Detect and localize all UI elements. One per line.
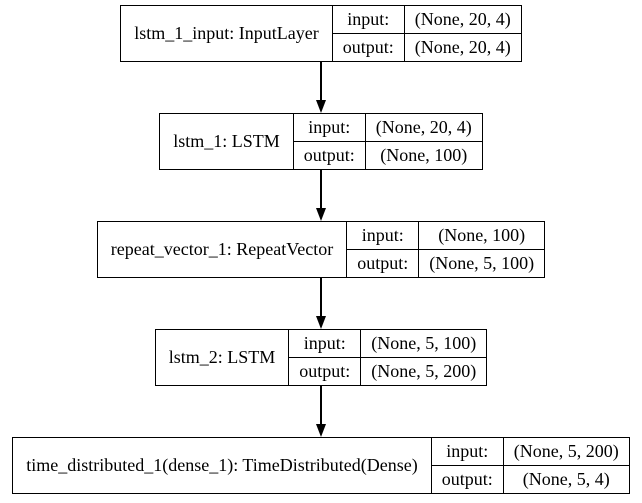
input-row: input: (None, 20, 4) bbox=[332, 6, 521, 34]
layer-name: lstm_1_input: InputLayer bbox=[121, 6, 333, 61]
input-row: input: (None, 5, 200) bbox=[431, 438, 629, 466]
edge-arrow bbox=[316, 62, 326, 113]
input-shape: (None, 100) bbox=[418, 222, 545, 250]
layer-name: lstm_1: LSTM bbox=[160, 114, 294, 169]
output-label: output: bbox=[332, 33, 405, 61]
output-row: output: (None, 5, 100) bbox=[347, 249, 544, 277]
io-table: input: (None, 5, 100) output: (None, 5, … bbox=[289, 330, 487, 385]
arrowhead-icon bbox=[316, 208, 326, 221]
edge-line bbox=[320, 386, 322, 424]
input-shape: (None, 5, 100) bbox=[360, 330, 487, 358]
edge-arrow bbox=[316, 278, 326, 329]
io-table: input: (None, 20, 4) output: (None, 100) bbox=[293, 114, 482, 169]
layer-node-repeat-vector-1: repeat_vector_1: RepeatVector input: (No… bbox=[96, 221, 546, 278]
output-shape: (None, 20, 4) bbox=[414, 37, 511, 57]
edge-arrow bbox=[316, 170, 326, 221]
layer-name: time_distributed_1(dense_1): TimeDistrib… bbox=[13, 438, 432, 493]
input-label: input: bbox=[293, 114, 366, 142]
output-label: output: bbox=[347, 249, 420, 277]
output-shape: (None, 5, 100) bbox=[429, 253, 535, 273]
io-table: input: (None, 20, 4) output: (None, 20, … bbox=[332, 6, 521, 61]
layer-name: repeat_vector_1: RepeatVector bbox=[98, 222, 348, 277]
output-shape: (None, 5, 4) bbox=[522, 469, 610, 489]
input-shape: (None, 5, 200) bbox=[503, 438, 629, 466]
output-row: output: (None, 5, 4) bbox=[431, 465, 629, 493]
edge-line bbox=[320, 170, 322, 208]
arrowhead-icon bbox=[316, 316, 326, 329]
layer-node-lstm-2: lstm_2: LSTM input: (None, 5, 100) outpu… bbox=[154, 329, 488, 386]
arrowhead-icon bbox=[316, 424, 326, 437]
output-shape: (None, 100) bbox=[380, 145, 468, 165]
input-row: input: (None, 5, 100) bbox=[289, 330, 487, 358]
output-label: output: bbox=[289, 357, 362, 385]
arrowhead-icon bbox=[316, 100, 326, 113]
output-label: output: bbox=[293, 141, 366, 169]
input-shape: (None, 20, 4) bbox=[404, 6, 521, 34]
output-shape: (None, 5, 200) bbox=[371, 361, 477, 381]
input-label: input: bbox=[289, 330, 362, 358]
io-table: input: (None, 5, 200) output: (None, 5, … bbox=[431, 438, 629, 493]
layer-node-lstm-1-input: lstm_1_input: InputLayer input: (None, 2… bbox=[120, 5, 522, 62]
input-shape: (None, 20, 4) bbox=[365, 114, 482, 142]
output-row: output: (None, 5, 200) bbox=[289, 357, 486, 385]
input-label: input: bbox=[431, 438, 504, 466]
input-row: input: (None, 100) bbox=[347, 222, 545, 250]
input-label: input: bbox=[347, 222, 420, 250]
layer-name: lstm_2: LSTM bbox=[156, 330, 290, 385]
layer-node-time-distributed-1: time_distributed_1(dense_1): TimeDistrib… bbox=[12, 437, 630, 494]
output-row: output: (None, 100) bbox=[293, 141, 482, 169]
output-row: output: (None, 20, 4) bbox=[332, 33, 521, 61]
edge-line bbox=[320, 278, 322, 316]
edge-arrow bbox=[316, 386, 326, 437]
io-table: input: (None, 100) output: (None, 5, 100… bbox=[347, 222, 545, 277]
layer-node-lstm-1: lstm_1: LSTM input: (None, 20, 4) output… bbox=[159, 113, 483, 170]
edge-line bbox=[320, 62, 322, 100]
output-label: output: bbox=[431, 465, 504, 493]
input-label: input: bbox=[332, 6, 405, 34]
input-row: input: (None, 20, 4) bbox=[293, 114, 482, 142]
